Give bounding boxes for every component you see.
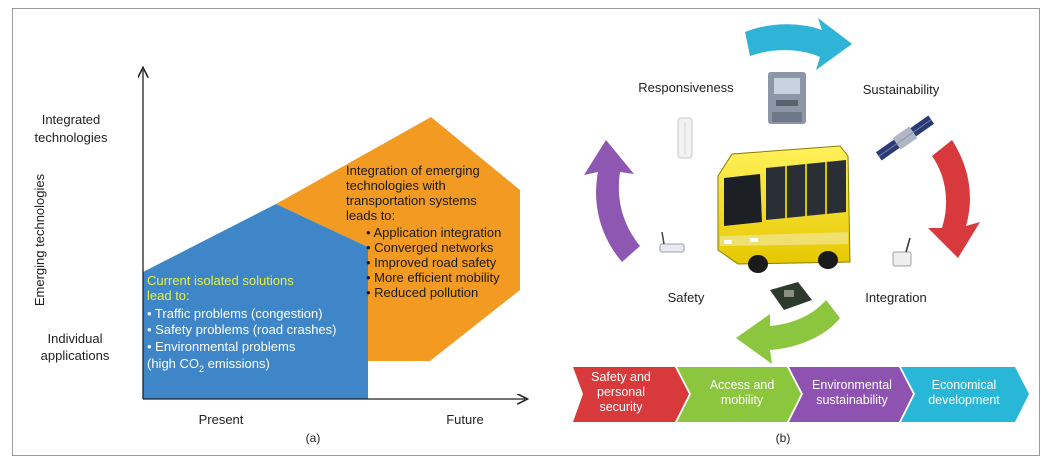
- cycle-arrow-top: [745, 18, 852, 70]
- orange-item-5: • Reduced pollution: [366, 285, 478, 300]
- y-bottom-label-line2: applications: [41, 348, 110, 363]
- chevron-access-mobility: [677, 367, 801, 422]
- chevron-economical: [901, 367, 1029, 422]
- chevron-3-line1: Environmental: [812, 378, 892, 392]
- access-point-icon: [677, 117, 693, 159]
- label-integration: Integration: [865, 290, 926, 305]
- x-right-label: Future: [446, 412, 484, 427]
- label-responsiveness: Responsiveness: [638, 80, 734, 95]
- cycle-arrow-right: [928, 140, 980, 258]
- blue-region: [143, 204, 368, 399]
- blue-item-3: • Environmental problems: [147, 339, 296, 354]
- orange-item-3: • Improved road safety: [366, 255, 497, 270]
- chevron-1-line1: Safety and: [591, 370, 651, 384]
- y-axis-title: Emerging technologies: [32, 173, 47, 306]
- router-icon: [659, 231, 685, 253]
- chevron-band: Safety and personal security Access and …: [573, 367, 1029, 422]
- orange-heading-line3: transportation systems: [346, 193, 477, 208]
- panel-b: Responsiveness Sustainability Safety Int…: [573, 18, 1029, 445]
- cycle-arrow-left: [584, 140, 640, 262]
- chevron-4-line2: development: [928, 393, 1000, 407]
- wireless-modem-icon: [892, 237, 912, 267]
- ticket-machine-icon: [768, 72, 806, 124]
- orange-heading-line4: leads to:: [346, 208, 395, 223]
- y-top-label-line1: Integrated: [42, 112, 101, 127]
- label-sustainability: Sustainability: [863, 82, 940, 97]
- chevron-1-line2: personal: [597, 385, 645, 399]
- cycle-arrow-bottom: [736, 300, 840, 364]
- label-safety: Safety: [668, 290, 705, 305]
- x-left-label: Present: [199, 412, 244, 427]
- chevron-safety-security: [573, 367, 689, 422]
- blue-heading-line2: lead to:: [147, 288, 190, 303]
- orange-region: [276, 117, 520, 361]
- chevron-1-line3: security: [599, 400, 643, 414]
- panel-a: Emerging technologies Integrated technol…: [32, 70, 525, 445]
- bus-icon: [717, 145, 851, 273]
- blue-heading-line1: Current isolated solutions: [147, 273, 294, 288]
- satellite-icon: [875, 115, 935, 161]
- blue-item-4: (high CO2 emissions): [147, 356, 270, 374]
- chevron-2-line1: Access and: [710, 378, 775, 392]
- blue-item-2: • Safety problems (road crashes): [147, 322, 337, 337]
- orange-heading-line2: technologies with: [346, 178, 446, 193]
- y-bottom-label-line1: Individual: [48, 331, 103, 346]
- chevron-environmental: [789, 367, 913, 422]
- chevron-4-line1: Economical: [932, 378, 997, 392]
- orange-item-1: • Application integration: [366, 225, 501, 240]
- y-top-label-line2: technologies: [35, 130, 108, 145]
- orange-item-4: • More efficient mobility: [366, 270, 500, 285]
- caption-a: (a): [306, 431, 321, 445]
- orange-item-2: • Converged networks: [366, 240, 494, 255]
- orange-heading-line1: Integration of emerging: [346, 163, 480, 178]
- chevron-2-line2: mobility: [721, 393, 764, 407]
- caption-b: (b): [776, 431, 791, 445]
- circuit-board-icon: [770, 282, 812, 310]
- blue-item-1: • Traffic problems (congestion): [147, 306, 323, 321]
- chevron-3-line2: sustainability: [816, 393, 888, 407]
